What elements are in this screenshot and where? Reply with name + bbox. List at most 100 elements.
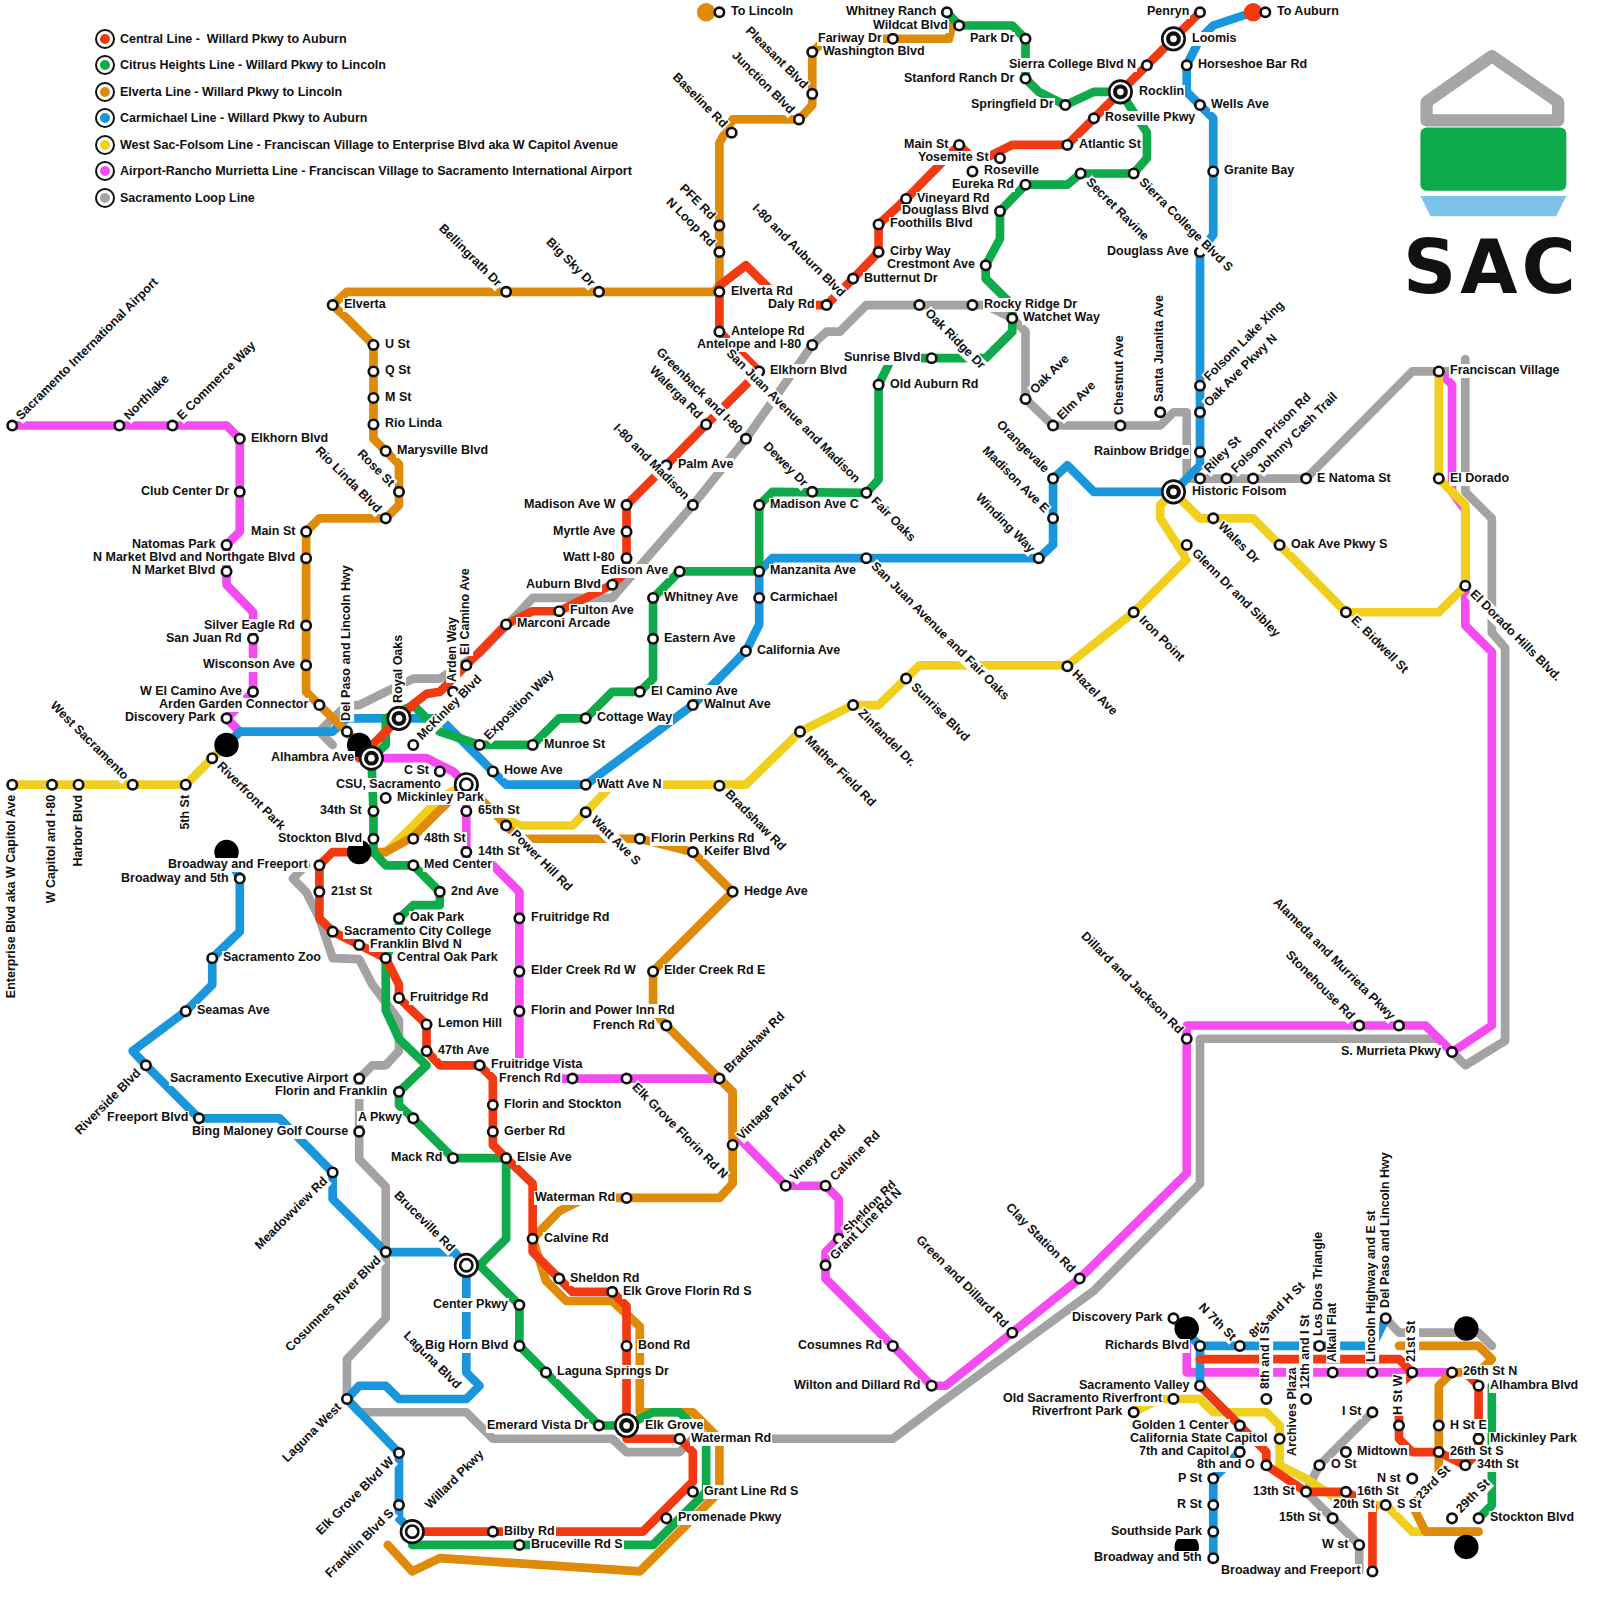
interchange-ring bbox=[406, 1526, 418, 1538]
station-dot bbox=[1195, 100, 1204, 109]
station-label: Royal Oaks bbox=[392, 634, 406, 704]
station-dot bbox=[301, 553, 310, 562]
station-dot bbox=[1021, 34, 1030, 43]
station-dot bbox=[1021, 74, 1030, 83]
station-dot bbox=[515, 914, 524, 923]
station-dot bbox=[1315, 1461, 1324, 1470]
station-dot bbox=[888, 34, 897, 43]
station-label: Florin and Power Inn Rd bbox=[530, 1004, 676, 1018]
interchange-ring bbox=[1109, 81, 1131, 103]
station-dot bbox=[1341, 1447, 1350, 1456]
station-label: Munroe St bbox=[543, 738, 606, 752]
station-dot bbox=[715, 287, 724, 296]
station-dot bbox=[1063, 662, 1072, 671]
station-label: CSU, Sacramento bbox=[335, 778, 442, 792]
station-label: 14th St bbox=[477, 845, 521, 859]
station-label: Vintage Park Dr bbox=[734, 1067, 811, 1144]
station-label: Washington Blvd bbox=[822, 45, 926, 59]
station-dot bbox=[754, 500, 763, 509]
station-dot bbox=[1447, 1514, 1456, 1523]
station-label: Penryn bbox=[1146, 5, 1190, 19]
station-label: Cirby Way bbox=[889, 245, 952, 259]
station-dot bbox=[1301, 1487, 1310, 1496]
station-dot bbox=[409, 1114, 418, 1123]
station-dot bbox=[754, 567, 763, 576]
station-dot bbox=[354, 1127, 363, 1136]
station-dot bbox=[1275, 1434, 1284, 1443]
station-dot bbox=[235, 434, 244, 443]
green-line bbox=[371, 12, 1147, 1545]
station-dot bbox=[1169, 34, 1178, 43]
interchange-ring bbox=[1114, 86, 1126, 98]
station-label: Park Dr bbox=[969, 32, 1015, 46]
station-dot bbox=[1182, 61, 1191, 70]
station-dot bbox=[1116, 421, 1125, 430]
station-label: Elder Creek Rd E bbox=[663, 964, 766, 978]
legend-row: Citrus Heights Line - Willard Pkwy to Li… bbox=[97, 57, 386, 73]
station-dot bbox=[1209, 1474, 1218, 1483]
station-dot bbox=[541, 1368, 550, 1377]
station-label: Southside Park bbox=[1110, 1525, 1203, 1539]
station-label: Rocklin bbox=[1138, 85, 1185, 99]
station-dot bbox=[715, 247, 724, 256]
station-dot bbox=[222, 714, 231, 723]
station-dot bbox=[369, 834, 378, 843]
station-dot bbox=[1195, 381, 1204, 390]
station-label: Broadway and 5th bbox=[120, 872, 230, 886]
station-label: El Dorado bbox=[1449, 472, 1510, 486]
station-label: C St bbox=[403, 764, 430, 778]
station-dot bbox=[794, 115, 803, 124]
legend-swatch bbox=[97, 190, 113, 206]
station-label: Franciscan Village bbox=[1449, 364, 1561, 378]
station-label: 34th St bbox=[1476, 1458, 1520, 1472]
station-label: Del Paso and Lincoln Hwy bbox=[1379, 1151, 1393, 1309]
station-label: Del Paso and Lincoln Hwy bbox=[340, 564, 354, 722]
interchange-ring bbox=[460, 1259, 472, 1271]
station-dot bbox=[141, 1061, 150, 1070]
station-dot bbox=[1169, 1394, 1178, 1403]
station-dot bbox=[821, 1181, 830, 1190]
station-label: To Auburn bbox=[1276, 5, 1340, 19]
station-dot bbox=[822, 300, 831, 309]
station-label: Rocky Ridge Dr bbox=[983, 298, 1078, 312]
station-dot bbox=[1474, 1514, 1483, 1523]
station-label: Historic Folsom bbox=[1191, 485, 1287, 499]
legend-swatch bbox=[97, 163, 113, 179]
station-dot bbox=[675, 1434, 684, 1443]
station-label: Central Oak Park bbox=[396, 951, 499, 965]
connector-dot bbox=[1454, 1535, 1478, 1559]
station-label: Loomis bbox=[1191, 32, 1237, 46]
station-label: Bing Maloney Golf Course bbox=[191, 1125, 349, 1139]
station-dot bbox=[394, 993, 403, 1002]
legend-text: Sacramento Loop Line bbox=[120, 191, 255, 205]
station-dot bbox=[369, 340, 378, 349]
legend-row: West Sac-Folsom Line - Franciscan Villag… bbox=[97, 137, 618, 153]
station-dot bbox=[728, 887, 737, 896]
station-dot bbox=[741, 646, 750, 655]
magenta-line bbox=[12, 426, 253, 745]
station-label: Atlantic St bbox=[1078, 138, 1142, 152]
station-label: Waterman Rd bbox=[534, 1191, 616, 1205]
station-label: Sheldon Rd bbox=[569, 1272, 640, 1286]
station-dot bbox=[1182, 1034, 1191, 1043]
station-label: San Juan Rd bbox=[165, 632, 243, 646]
station-label: Willard Pkwy bbox=[422, 1447, 488, 1513]
station-dot bbox=[1034, 553, 1043, 562]
station-dot bbox=[648, 634, 657, 643]
station-dot bbox=[1447, 1368, 1456, 1377]
station-dot bbox=[515, 1007, 524, 1016]
station-dot bbox=[208, 953, 217, 962]
station-label: Seamas Ave bbox=[196, 1004, 271, 1018]
station-dot bbox=[342, 1394, 351, 1403]
station-dot bbox=[381, 514, 390, 523]
station-label: Harbor Blvd bbox=[72, 794, 86, 868]
station-label: Riverside Blvd bbox=[72, 1066, 145, 1139]
interchange-ring bbox=[455, 1254, 477, 1276]
station-dot bbox=[47, 780, 56, 789]
station-label: Walnut Ave bbox=[703, 698, 772, 712]
station-label: Natomas Park bbox=[131, 538, 216, 552]
station-dot bbox=[394, 714, 403, 723]
station-label: Wildcat Blvd bbox=[872, 19, 949, 33]
station-label: Douglass Blvd bbox=[901, 204, 990, 218]
interchange-ring bbox=[393, 712, 405, 724]
